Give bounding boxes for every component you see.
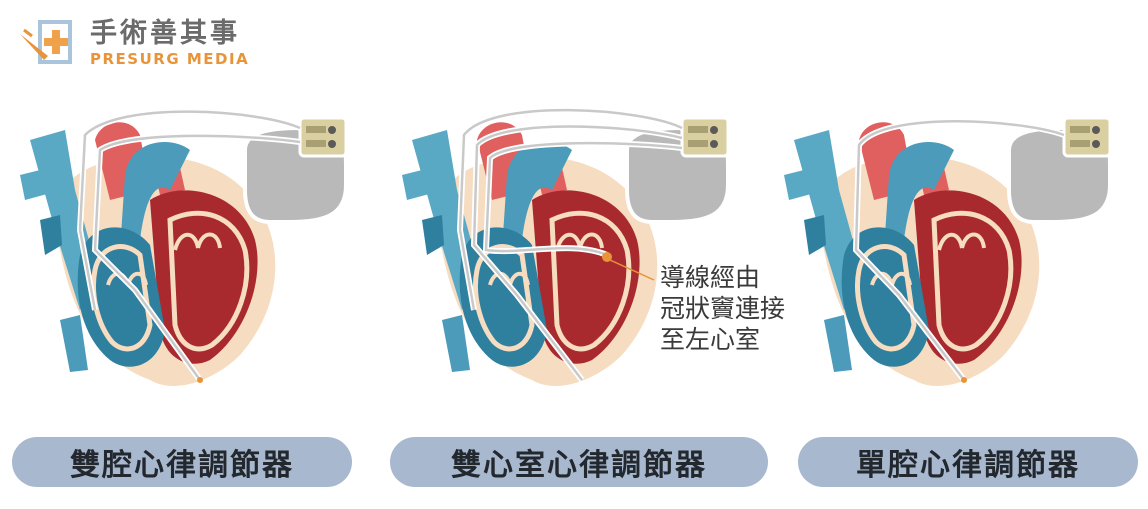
annotation-line-2: 冠狀竇連接 xyxy=(660,294,786,323)
coronary-sinus-lead-tip xyxy=(602,252,612,262)
single-chamber-heart-illustration xyxy=(764,80,1148,420)
annotation-line-1: 導線經由 xyxy=(660,263,761,292)
logo-english-name: PRESURG MEDIA xyxy=(90,49,250,68)
annotation-pointer-line xyxy=(609,259,655,281)
annotation-line-3: 至左心室 xyxy=(660,325,761,354)
biventricular-heart-illustration xyxy=(382,107,767,420)
caption-dual-chamber: 雙腔心律調節器 xyxy=(12,437,352,487)
logo-chinese-name: 手術善其事 xyxy=(90,17,240,49)
caption-single-chamber: 單腔心律調節器 xyxy=(798,437,1138,487)
dual-chamber-heart-illustration xyxy=(0,108,385,420)
annotation-text: 導線經由 冠狀竇連接 至左心室 xyxy=(660,262,785,355)
caption-biventricular: 雙心室心律調節器 xyxy=(390,437,768,487)
scalpel-logo-icon xyxy=(20,20,72,64)
logo: 手術善其事 PRESURG MEDIA xyxy=(18,14,249,72)
